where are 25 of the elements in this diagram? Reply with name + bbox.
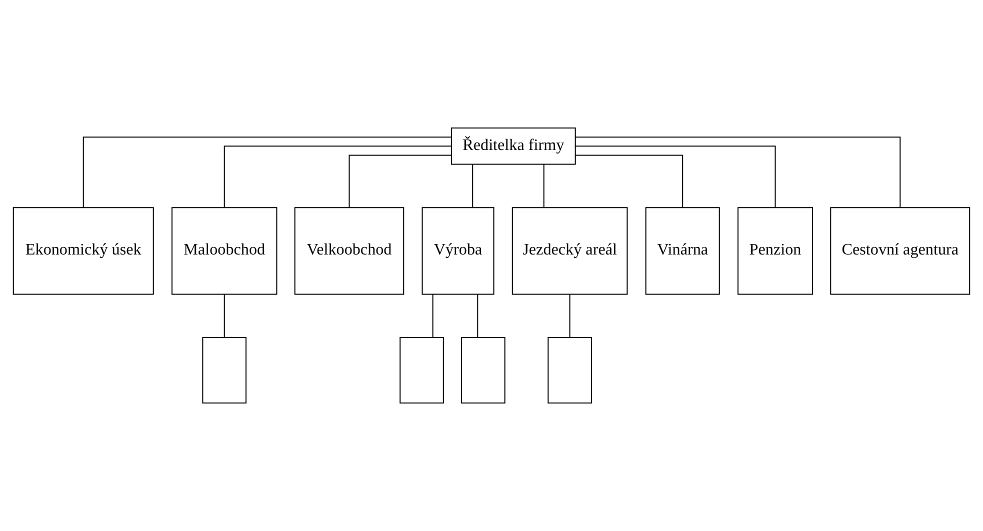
connector	[569, 294, 570, 338]
connector	[472, 164, 474, 208]
node-box: Cestovní agentura	[830, 207, 970, 295]
node-box: Vinárna	[645, 207, 720, 295]
node-box: Výroba	[422, 207, 494, 295]
connector	[575, 154, 684, 208]
connector	[576, 136, 901, 208]
node-box	[548, 337, 592, 404]
node-box: Jezdecký areál	[512, 207, 628, 295]
connector	[224, 146, 452, 208]
connector	[543, 164, 544, 208]
node-box: Maloobchod	[171, 207, 278, 295]
connector	[224, 294, 225, 338]
node-box: Ekonomický úsek	[12, 207, 154, 295]
node-box	[400, 337, 444, 404]
connector	[348, 154, 452, 208]
connector	[82, 136, 452, 208]
node-box: Penzion	[737, 207, 814, 295]
node-box	[461, 337, 506, 404]
node-box	[202, 337, 247, 404]
node-box: Velkoobchod	[294, 207, 404, 295]
connector	[575, 146, 776, 208]
connector	[477, 294, 478, 338]
connector	[432, 294, 434, 338]
node-box: Ředitelka firmy	[450, 128, 576, 165]
